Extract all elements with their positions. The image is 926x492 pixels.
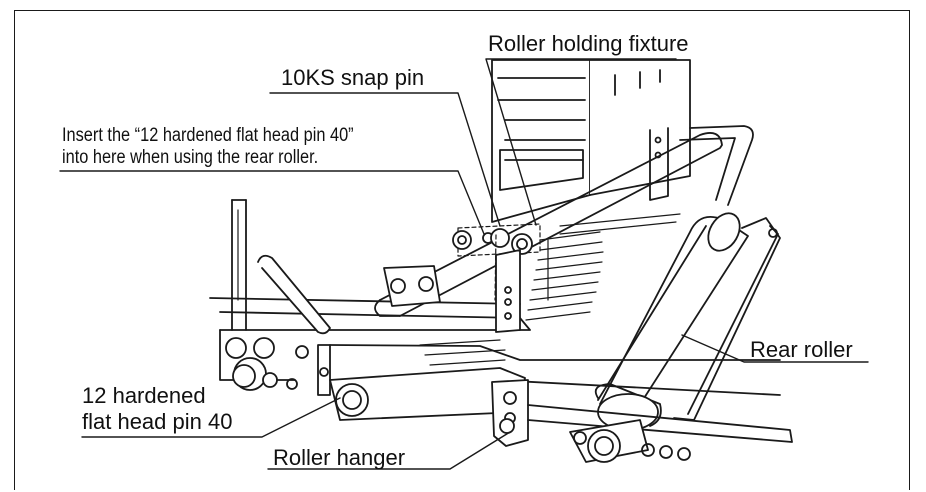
leader-lines [59, 58, 869, 470]
leader-hardened-pin [81, 397, 341, 438]
side-frame [209, 297, 781, 396]
right-hub [569, 419, 691, 463]
comb-lines [419, 213, 681, 386]
roller-holding-fixture-label: Roller holding fixture [488, 31, 689, 56]
hardened-pin-label-line1: 12 hardened [82, 383, 206, 408]
tension-post [231, 199, 331, 335]
leader-roller-holding-fixture [485, 58, 677, 226]
insert-note-line2: into here when using the rear roller. [62, 147, 319, 168]
bracket-plate [383, 265, 441, 307]
roller-holding-fixture-body [491, 59, 691, 223]
leader-insert-note [59, 170, 485, 235]
snap-pin-cluster [452, 223, 541, 301]
center-bar [495, 239, 549, 333]
rear-roller-art [594, 212, 781, 431]
hardened-pin-label-line2: flat head pin 40 [82, 409, 233, 434]
roller-hanger-label: Roller hanger [273, 445, 406, 470]
leader-rear-roller [681, 334, 869, 363]
rear-roller-label: Rear roller [750, 337, 853, 362]
snap-pin-label: 10KS snap pin [281, 65, 425, 90]
insert-note-line1: Insert the “12 hardened flat head pin 40… [62, 125, 354, 146]
leader-snap-pin [269, 92, 501, 227]
leader-roller-hanger [267, 431, 511, 470]
left-hub [225, 337, 309, 391]
roller-hanger-art [317, 344, 793, 447]
diagram-frame [14, 10, 910, 490]
